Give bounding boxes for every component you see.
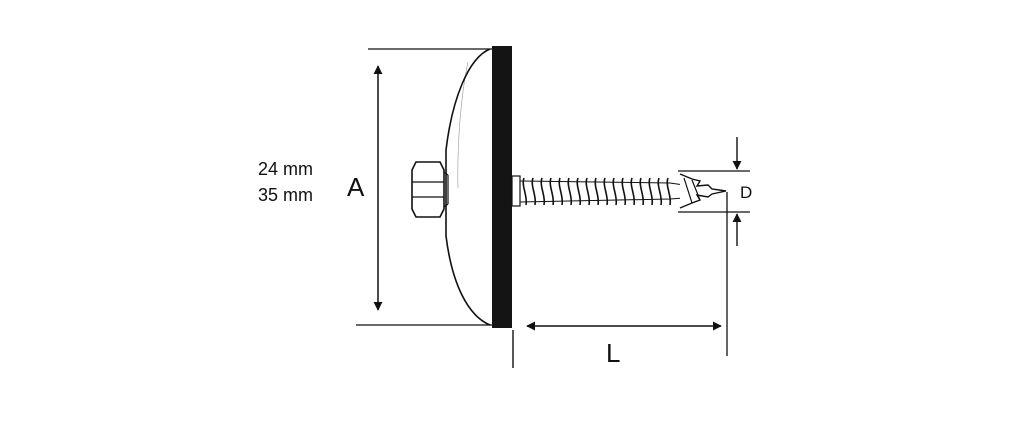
hex-head-icon: [411, 161, 449, 218]
size-35mm: 35 mm: [258, 185, 314, 205]
label-a: A: [347, 172, 365, 202]
dome-washer-icon: [445, 48, 491, 326]
drill-point-icon: [679, 173, 727, 209]
label-l: L: [606, 338, 620, 368]
size-24mm: 24 mm: [258, 159, 314, 179]
label-d: D: [740, 183, 752, 202]
seal-icon: [492, 46, 512, 328]
threaded-shank-icon: [511, 175, 685, 207]
